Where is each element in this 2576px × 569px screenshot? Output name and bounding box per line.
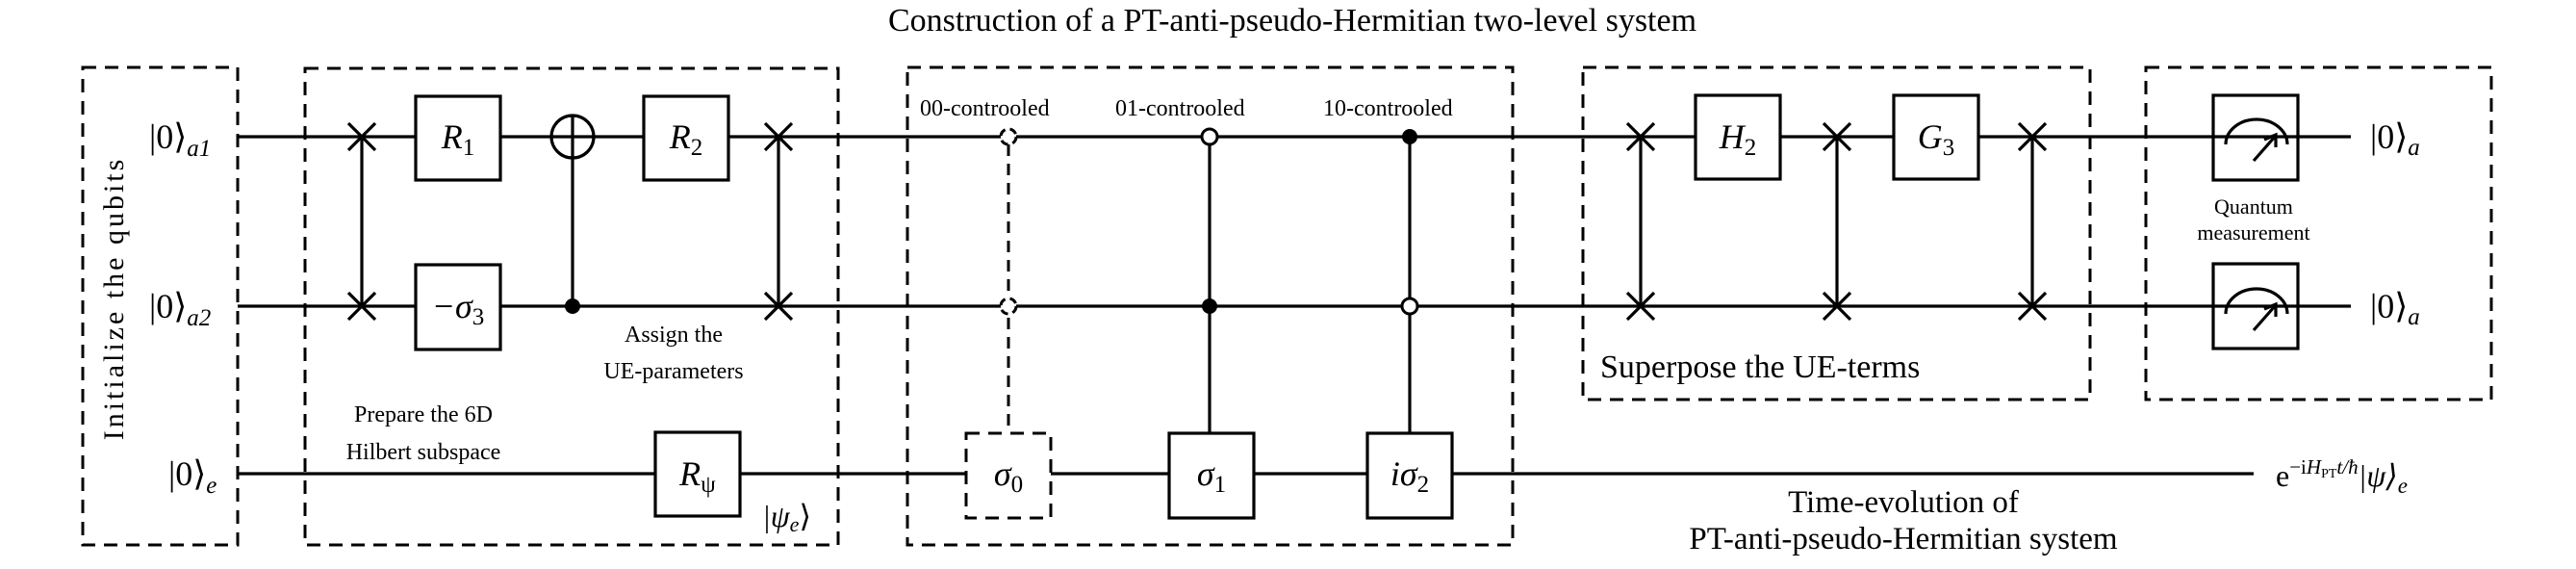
gate-r2	[642, 94, 730, 182]
gate-minus-sigma3	[414, 263, 502, 351]
svg-text:R2: R2	[669, 117, 703, 161]
init-box-label: Initialize the qubits	[98, 157, 130, 441]
prepare-box	[303, 66, 840, 547]
measurement-meter-icon	[2211, 262, 2300, 350]
svg-text:H2: H2	[1719, 117, 1757, 161]
swap-gate	[2017, 121, 2048, 322]
control-label-10: 10-controoled	[1323, 96, 1453, 121]
measure-box	[2144, 65, 2493, 401]
wire-label-a2: |0⟩a2	[149, 287, 211, 331]
svg-text:σ0: σ0	[994, 454, 1023, 498]
svg-text:Rψ: Rψ	[678, 454, 716, 498]
gate-r-psi	[653, 430, 742, 518]
psi-e-state: |ψe⟩	[762, 499, 811, 536]
swap-gate	[1822, 121, 1852, 322]
measurement-meter-icon	[2211, 93, 2300, 182]
gate-r1	[414, 94, 502, 182]
output-label-a1: |0⟩a	[2370, 117, 2420, 161]
gate-g3	[1892, 93, 1980, 181]
controlled-box	[905, 65, 1515, 547]
control-label-00: 00-controoled	[920, 96, 1050, 121]
controlled-sigma1: σ1	[1167, 127, 1256, 520]
svg-text:G3: G3	[1918, 117, 1955, 161]
swap-gate	[346, 121, 377, 322]
superpose-label: Superpose the UE-terms	[1600, 349, 1920, 385]
controlled-sigma0: σ0	[964, 127, 1053, 520]
evolved-state-label: e−iHPTt/ħ|ψ⟩e	[2276, 455, 2408, 498]
diagram-title: Construction of a PT-anti-pseudo-Hermiti…	[888, 3, 1696, 39]
controlled-i-sigma2: iσ2	[1365, 129, 1454, 520]
output-label-a2: |0⟩a	[2370, 287, 2420, 330]
svg-text:R1: R1	[441, 117, 475, 161]
init-box	[81, 65, 240, 547]
svg-text:−σ3: −σ3	[432, 287, 485, 330]
cnot-gate	[549, 114, 596, 314]
gate-h2	[1694, 93, 1782, 181]
wire-label-e: |0⟩e	[168, 454, 217, 499]
swap-gate	[763, 121, 794, 322]
wire-label-a1: |0⟩a1	[149, 117, 211, 162]
swap-gate	[1625, 121, 1656, 322]
control-label-01: 01-controoled	[1115, 96, 1245, 121]
svg-text:σ1: σ1	[1197, 454, 1226, 498]
svg-text:iσ2: iσ2	[1390, 454, 1429, 498]
superpose-box	[1581, 65, 2092, 401]
